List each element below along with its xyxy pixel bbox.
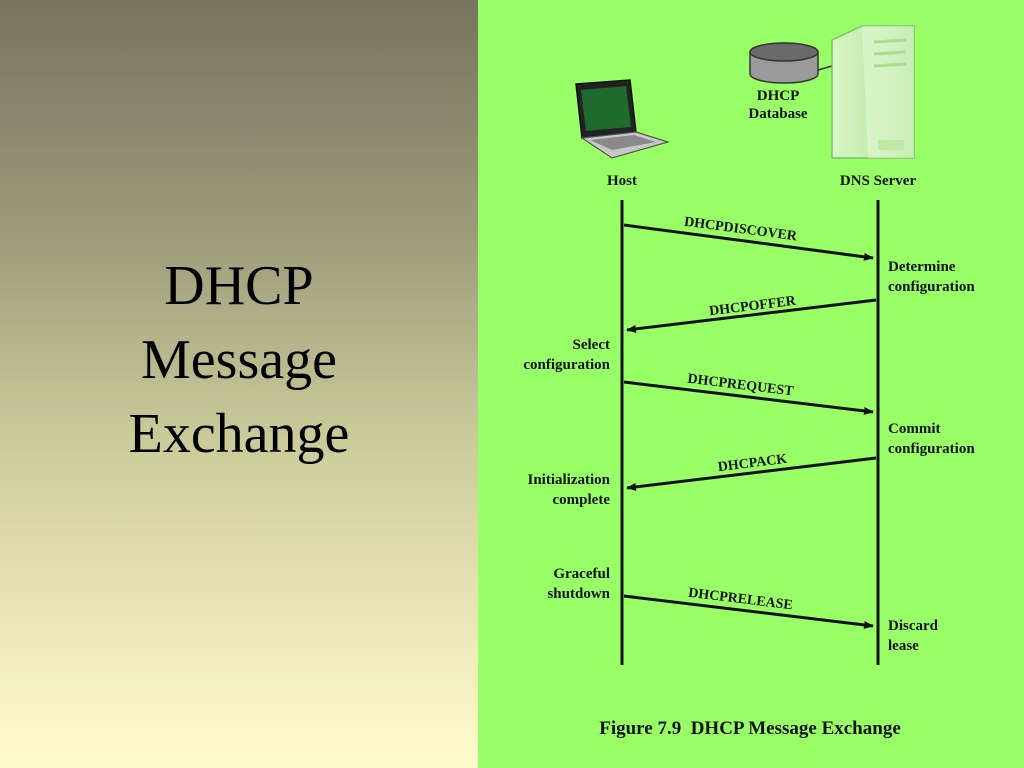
server-note-determine-line-2: configuration <box>888 279 975 295</box>
host-note-select-line-1: Select <box>573 337 610 353</box>
server-note-commit-line-2: configuration <box>888 441 975 457</box>
server-note-discard-line-2: lease <box>888 638 919 654</box>
database-icon <box>749 42 833 84</box>
message-arrow-ack <box>626 456 877 491</box>
message-arrow-request <box>623 380 874 415</box>
title-panel: DHCP Message Exchange <box>0 0 478 768</box>
slide-title-line-3: Exchange <box>128 402 350 465</box>
slide-title: DHCP Message Exchange <box>0 250 478 472</box>
laptop-icon <box>575 79 671 159</box>
figure-caption: Figure 7.9 DHCP Message Exchange <box>599 718 901 739</box>
database-label-line-2: Database <box>748 106 808 122</box>
host-note-shutdown-line-1: Graceful <box>553 566 610 582</box>
host-note-select-line-2: configuration <box>523 357 610 373</box>
server-note-determine-line-1: Determine <box>888 259 956 275</box>
host-label: Host <box>607 173 637 189</box>
database-label-line-1: DHCP <box>757 88 800 104</box>
server-icon <box>831 25 915 159</box>
server-label: DNS Server <box>840 173 917 189</box>
dhcp-sequence-diagram: DHCP Database Host DNS Server DHCPDISCOV… <box>523 25 975 739</box>
server-note-discard-line-1: Discard <box>888 618 939 634</box>
diagram-panel: DHCP Database Host DNS Server DHCPDISCOV… <box>478 0 1024 768</box>
host-note-shutdown-line-2: shutdown <box>547 586 610 602</box>
server-note-commit-line-1: Commit <box>888 421 941 437</box>
slide-title-line-2: Message <box>141 328 337 391</box>
message-arrow-discover <box>623 223 874 261</box>
message-arrow-release <box>623 594 874 629</box>
host-note-init-line-1: Initialization <box>527 472 610 488</box>
slide-title-line-1: DHCP <box>164 255 314 317</box>
host-note-init-line-2: complete <box>553 492 611 508</box>
message-arrow-offer <box>626 298 877 333</box>
